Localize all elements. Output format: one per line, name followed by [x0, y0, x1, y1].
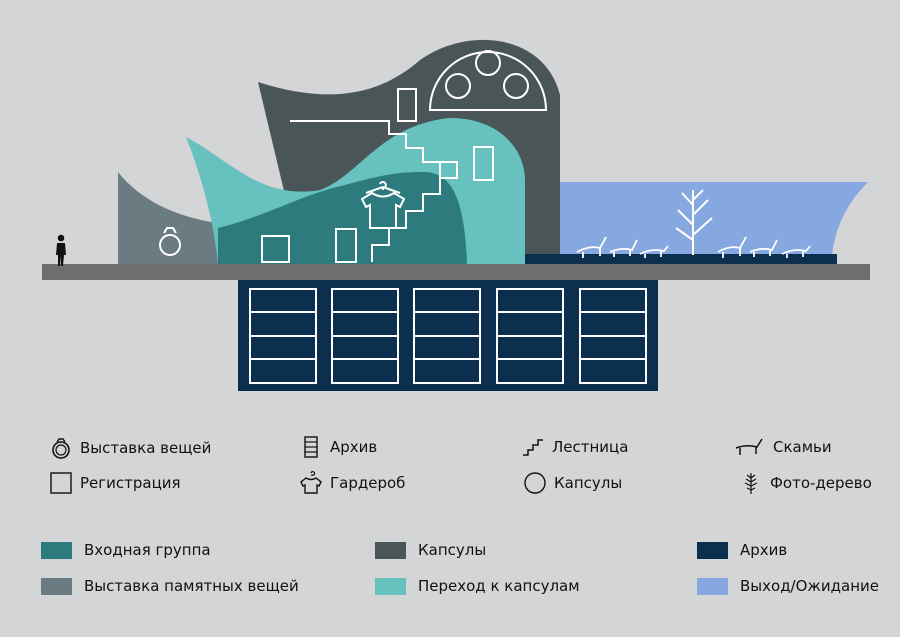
- tree-icon: [738, 470, 764, 496]
- legend-zone-transition: Переход к капсулам: [375, 577, 580, 595]
- building-section-diagram: [42, 39, 870, 391]
- zone-entrance: [218, 171, 467, 265]
- legend-symbol-label: Лестница: [552, 438, 629, 456]
- legend-swatch: [697, 541, 728, 559]
- registration-desk: [261, 235, 290, 263]
- legend-swatch: [697, 577, 728, 595]
- circle-icon: [522, 470, 548, 496]
- legend-zone-label: Архив: [740, 541, 788, 559]
- legend-zone-label: Выставка памятных вещей: [84, 577, 299, 595]
- archive-shelves: [249, 288, 647, 384]
- legend-symbol-square: Регистрация: [48, 470, 181, 496]
- legend-symbol-label: Регистрация: [80, 474, 181, 492]
- legend-zone-entrance: Входная группа: [41, 541, 211, 559]
- photo-tree: [675, 189, 713, 255]
- legend-zone-capsules: Капсулы: [375, 541, 486, 559]
- ring-exhibit: [159, 227, 181, 256]
- legend-swatch: [375, 577, 406, 595]
- archive-icon: [298, 434, 324, 460]
- legend-zone-archive: Архив: [697, 541, 787, 559]
- legend-symbol-stairs: Лестница: [520, 434, 628, 460]
- legend-symbol-label: Гардероб: [330, 474, 406, 492]
- capsule-dome: [428, 50, 548, 111]
- wardrobe: [360, 181, 406, 229]
- ground-line: [42, 264, 870, 280]
- legend-symbol-bench: Скамьи: [733, 434, 832, 460]
- zone-exit-waiting: [560, 182, 868, 255]
- legend-symbol-tree: Фото-дерево: [738, 470, 872, 496]
- legend-zone-memorial: Выставка памятных вещей: [41, 577, 299, 595]
- legend-swatch: [41, 577, 72, 595]
- legend-swatch: [375, 541, 406, 559]
- legend-symbol-label: Скамьи: [773, 438, 832, 456]
- person-silhouette: [56, 234, 66, 266]
- legend-symbol-wardrobe: Гардероб: [298, 470, 405, 496]
- staircase: [362, 120, 458, 262]
- door-upper: [397, 88, 417, 122]
- legend-symbol-label: Архив: [330, 438, 378, 456]
- bench-icon: [733, 434, 767, 460]
- legend-symbol-circle: Капсулы: [522, 470, 622, 496]
- legend-zone-label: Выход/Ожидание: [740, 577, 880, 595]
- door-entrance: [335, 228, 357, 263]
- square-icon: [48, 470, 74, 496]
- wardrobe-icon: [298, 470, 324, 496]
- exit-floor-strip: [525, 254, 837, 265]
- stairs-icon: [520, 434, 546, 460]
- legend-symbol-archive: Архив: [298, 434, 377, 460]
- legend-zone-label: Переход к капсулам: [418, 577, 580, 595]
- legend-symbol-label: Выставка вещей: [80, 439, 212, 457]
- ring-icon: [48, 435, 74, 461]
- door-capsules: [473, 146, 494, 181]
- legend-zone-label: Капсулы: [418, 541, 487, 559]
- legend-symbol-label: Фото-дерево: [770, 474, 872, 492]
- legend-symbol-label: Капсулы: [554, 474, 623, 492]
- legend-zone-label: Входная группа: [84, 541, 211, 559]
- legend-swatch: [41, 541, 72, 559]
- benches: [576, 236, 811, 258]
- zone-memorial-exhibit: [118, 172, 240, 265]
- legend-zone-exit: Выход/Ожидание: [697, 577, 879, 595]
- legend-symbol-ring: Выставка вещей: [48, 435, 211, 461]
